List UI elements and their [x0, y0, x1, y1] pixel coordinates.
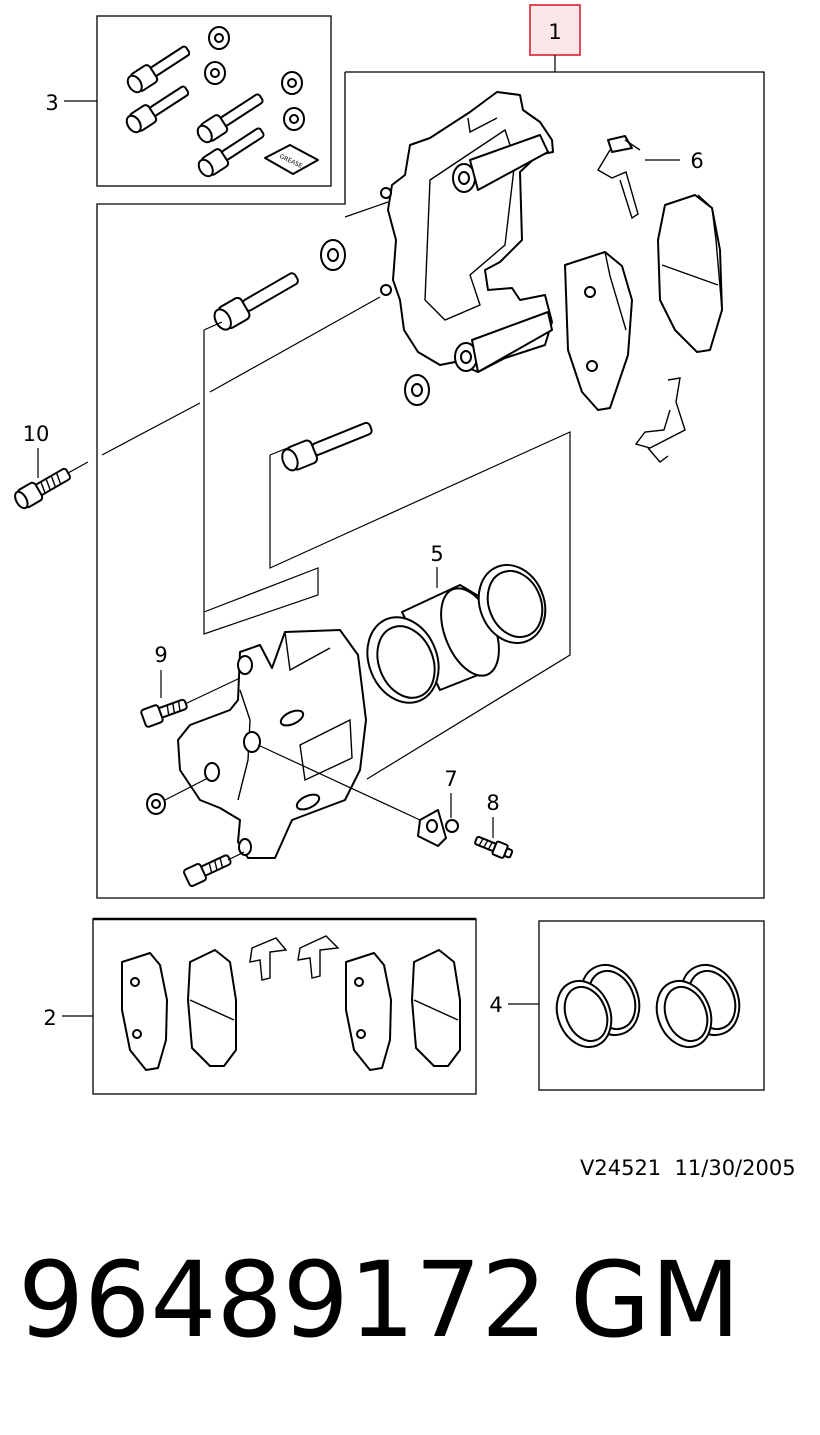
part-number: 96489172	[18, 1239, 548, 1361]
guide-pin-upper	[213, 239, 346, 331]
callout-2-label: 2	[43, 1006, 56, 1030]
piston-dust-boot	[477, 564, 547, 644]
callout-1[interactable]: 1	[529, 4, 581, 72]
caliper-bracket	[380, 91, 554, 373]
callout-5[interactable]: 5	[430, 542, 444, 588]
callout-1-label: 1	[548, 20, 561, 44]
caliper-housing	[177, 629, 367, 859]
brand-name: GM	[570, 1239, 741, 1361]
callout-7[interactable]: 7	[444, 767, 458, 818]
seal-kit-frame	[538, 920, 765, 1091]
callout-6[interactable]: 6	[645, 149, 704, 173]
reference-date: 11/30/2005	[674, 1156, 796, 1180]
callout-6-label: 6	[690, 149, 703, 173]
pad-clip-upper	[597, 135, 641, 220]
diagram-reference: V24521 11/30/2005	[580, 1156, 796, 1180]
callout-8[interactable]: 8	[486, 791, 500, 838]
pad-shims	[249, 935, 340, 981]
brake-pad-outer	[657, 194, 723, 353]
main-assembly-frame	[96, 71, 765, 899]
piston-seal	[366, 616, 440, 704]
banjo-fitting	[417, 809, 459, 847]
callout-3-label: 3	[45, 91, 58, 115]
bleeder-screw	[474, 835, 514, 859]
callout-4[interactable]: 4	[489, 993, 539, 1017]
bolt-10	[14, 467, 72, 510]
reference-code: V24521	[580, 1156, 662, 1180]
callout-9[interactable]: 9	[154, 643, 168, 698]
callout-5-label: 5	[430, 542, 443, 566]
callout-10[interactable]: 10	[23, 422, 50, 478]
callout-9-label: 9	[154, 643, 167, 667]
pad-set-left	[121, 949, 237, 1071]
callout-8-label: 8	[486, 791, 499, 815]
seal-kit-set-2	[655, 964, 741, 1048]
bolt-9	[140, 698, 188, 728]
seal-kit-set-1	[555, 964, 641, 1048]
bolt-lower	[183, 854, 232, 887]
callout-10-label: 10	[23, 422, 50, 446]
callout-2[interactable]: 2	[43, 1006, 93, 1030]
callout-3[interactable]: 3	[45, 91, 97, 115]
callout-7-label: 7	[444, 767, 457, 791]
pad-clip-lower	[634, 377, 686, 463]
guide-pin-kit: GREASE	[125, 26, 319, 178]
callout-4-label: 4	[489, 993, 502, 1017]
bleeder-cap	[146, 793, 166, 815]
guide-pin-lower	[281, 374, 430, 472]
brake-pad-inner	[564, 251, 633, 411]
pad-set-right	[345, 949, 461, 1071]
